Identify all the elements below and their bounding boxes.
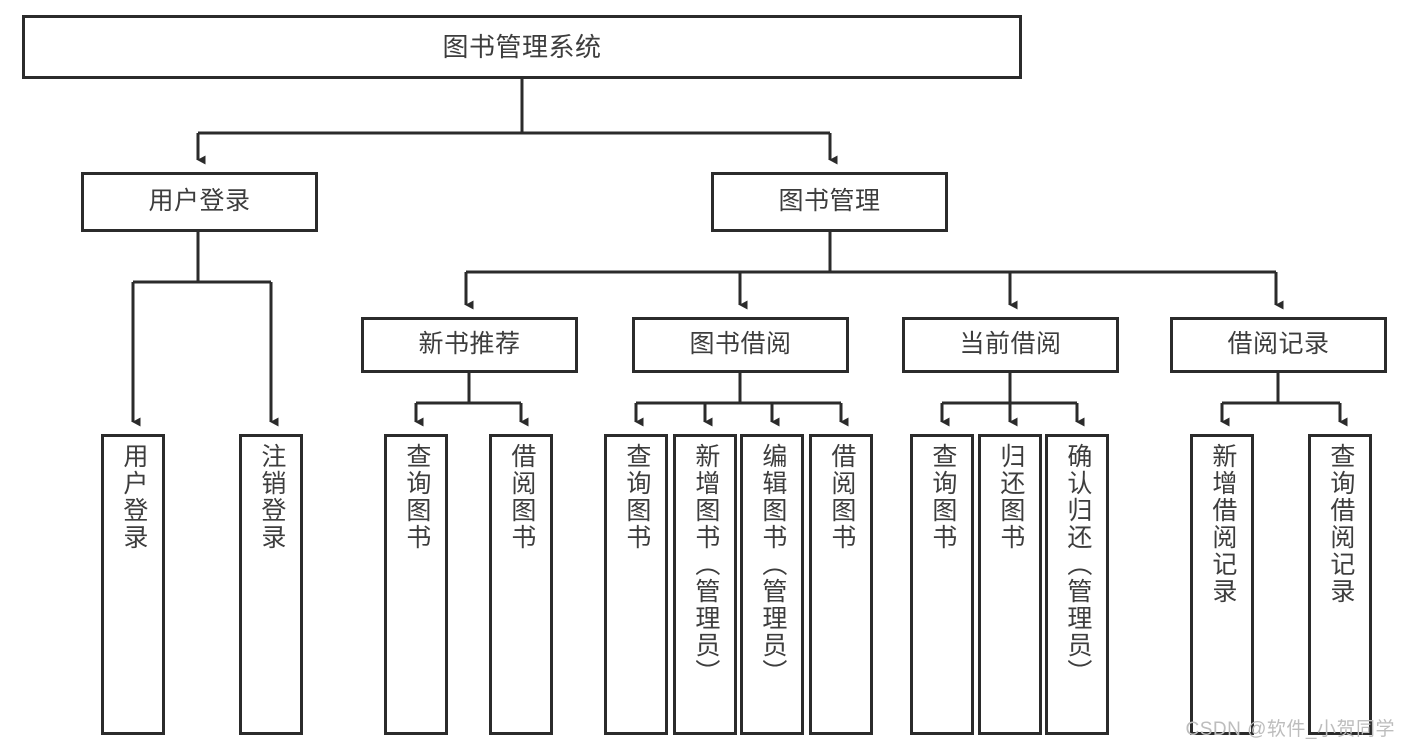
node-user-login[interactable]: 用户登录 <box>81 172 318 232</box>
node-leaf-user-login[interactable]: 用户登录 <box>101 434 165 735</box>
node-leaf-query-borrow-record[interactable]: 查询借阅记录 <box>1308 434 1372 735</box>
node-leaf-query-book-borrow[interactable]: 查询图书 <box>604 434 668 735</box>
node-borrow-records[interactable]: 借阅记录 <box>1170 317 1387 373</box>
node-label: 注销登录 <box>257 443 286 551</box>
node-label: 查询图书 <box>622 443 651 551</box>
node-label: 归还图书 <box>996 443 1025 551</box>
node-label: 查询图书 <box>402 443 431 551</box>
node-new-book-recommend[interactable]: 新书推荐 <box>361 317 578 373</box>
node-root-book-management-system[interactable]: 图书管理系统 <box>22 15 1022 79</box>
node-label: 借阅图书 <box>507 443 536 551</box>
node-label: 借阅记录 <box>1227 330 1330 359</box>
node-label: 新书推荐 <box>418 330 521 359</box>
node-current-borrow[interactable]: 当前借阅 <box>902 317 1119 373</box>
node-label: 当前借阅 <box>959 330 1062 359</box>
node-leaf-add-borrow-record[interactable]: 新增借阅记录 <box>1190 434 1254 735</box>
node-leaf-confirm-return-admin[interactable]: 确认归还（管理员） <box>1045 434 1109 735</box>
node-leaf-return-book[interactable]: 归还图书 <box>978 434 1042 735</box>
node-book-borrow[interactable]: 图书借阅 <box>632 317 849 373</box>
node-label: 借阅图书 <box>827 443 856 551</box>
node-label: 新增图书（管理员） <box>691 443 720 686</box>
node-label: 图书借阅 <box>689 330 792 359</box>
node-label: 确认归还（管理员） <box>1063 443 1092 686</box>
node-leaf-logout[interactable]: 注销登录 <box>239 434 303 735</box>
node-label: 编辑图书（管理员） <box>758 443 787 686</box>
node-label: 用户登录 <box>119 443 148 551</box>
node-label: 新增借阅记录 <box>1208 443 1237 605</box>
node-leaf-borrow-book[interactable]: 借阅图书 <box>809 434 873 735</box>
node-label: 查询借阅记录 <box>1326 443 1355 605</box>
node-leaf-borrow-book-recommend[interactable]: 借阅图书 <box>489 434 553 735</box>
node-book-management[interactable]: 图书管理 <box>711 172 948 232</box>
node-leaf-query-book-recommend[interactable]: 查询图书 <box>384 434 448 735</box>
node-label: 图书管理系统 <box>442 31 602 62</box>
csdn-watermark: CSDN @软件_小贺同学 <box>1185 719 1395 740</box>
node-leaf-add-book-admin[interactable]: 新增图书（管理员） <box>673 434 737 735</box>
node-label: 图书管理 <box>778 187 881 216</box>
node-leaf-edit-book-admin[interactable]: 编辑图书（管理员） <box>740 434 804 735</box>
node-label: 用户登录 <box>148 187 251 216</box>
node-leaf-query-book-current[interactable]: 查询图书 <box>910 434 974 735</box>
node-label: 查询图书 <box>928 443 957 551</box>
